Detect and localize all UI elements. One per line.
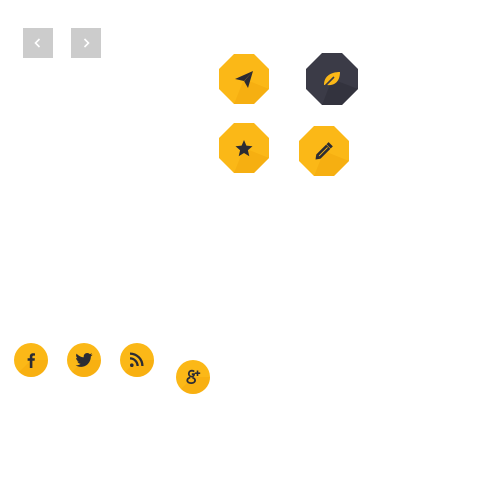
next-button[interactable] (71, 28, 101, 58)
star-icon (235, 140, 253, 157)
send-button[interactable] (218, 53, 270, 105)
facebook-button[interactable] (13, 342, 49, 378)
chevron-right-icon (83, 38, 90, 48)
star-button[interactable] (218, 122, 270, 174)
twitter-button[interactable] (66, 342, 102, 378)
google-plus-icon (186, 369, 201, 385)
rss-icon (129, 352, 144, 367)
leaf-button[interactable] (305, 52, 358, 105)
chevron-left-icon (34, 38, 41, 48)
pencil-icon (315, 142, 333, 160)
leaf-icon (323, 72, 340, 88)
rss-button[interactable] (119, 342, 155, 378)
facebook-icon (27, 353, 35, 368)
paper-plane-icon (235, 71, 253, 88)
twitter-icon (75, 353, 93, 367)
google-plus-button[interactable] (175, 359, 211, 395)
edit-button[interactable] (298, 125, 350, 177)
prev-button[interactable] (23, 28, 53, 58)
